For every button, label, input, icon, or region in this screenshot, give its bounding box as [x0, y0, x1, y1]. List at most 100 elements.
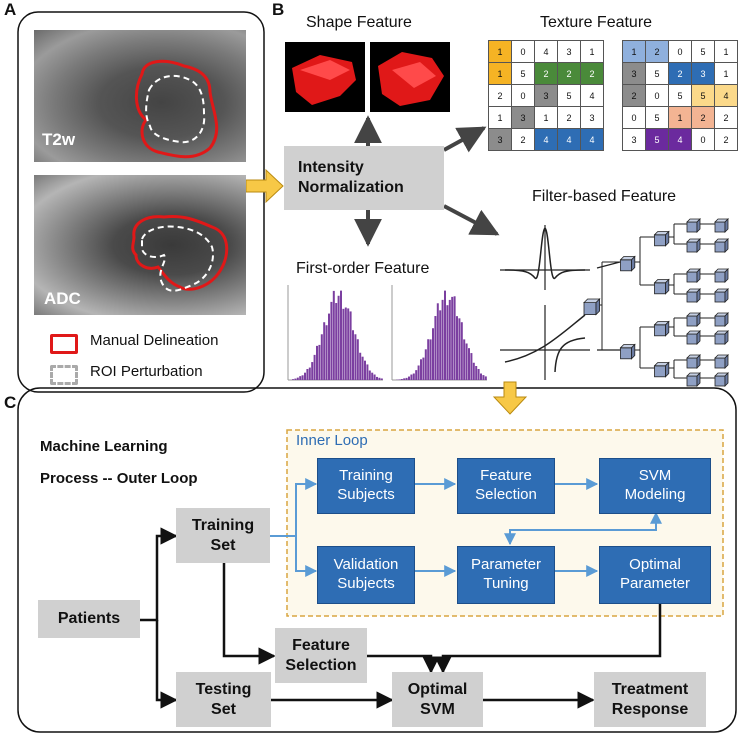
histogram-bar — [465, 343, 468, 380]
histogram-bar — [308, 367, 311, 380]
texture-grid-1-cell: 4 — [534, 128, 558, 151]
cube-icon — [714, 330, 729, 345]
cube-icon — [714, 268, 729, 283]
legend-roi-swatch — [50, 365, 78, 385]
yellow-arrow-down — [492, 381, 528, 415]
texture-grid-1-cell: 3 — [511, 106, 535, 129]
histogram-bar — [420, 359, 422, 380]
texture-grid-2-cell: 2 — [714, 128, 738, 151]
testing-set-line1: Testing — [195, 680, 252, 698]
texture-grid-2-cell: 3 — [622, 128, 646, 151]
testing-set-box: Testing Set — [176, 672, 271, 727]
cube-icon — [653, 230, 670, 247]
t2w-label: T2w — [42, 130, 76, 149]
histogram-bar — [458, 318, 461, 380]
histogram-bar — [316, 345, 318, 380]
featsel-outer-line1: Feature — [292, 636, 350, 654]
histogram-bar — [380, 378, 383, 380]
cube-icon — [653, 361, 670, 378]
histogram-bar — [448, 299, 451, 380]
arrow-patients-training — [140, 527, 178, 622]
histogram-bar — [415, 370, 418, 380]
optimal-svm-line1: Optimal — [407, 680, 468, 698]
texture-feature-title: Texture Feature — [540, 14, 653, 31]
cube-icon — [714, 288, 729, 303]
texture-grid-2-cell: 2 — [645, 40, 669, 63]
cube-icon — [686, 312, 701, 327]
treatment-response-box: Treatment Response — [594, 672, 706, 727]
histogram-bar — [349, 311, 352, 380]
texture-grid-1-cell: 2 — [488, 84, 512, 107]
texture-grid-2-cell: 3 — [691, 62, 715, 85]
texture-grid-1-cell: 2 — [534, 62, 558, 85]
training-set-line2: Set — [210, 536, 236, 554]
histogram-bar — [460, 322, 463, 380]
validation-subjects-box: Validation Subjects — [317, 546, 415, 604]
histogram-bar — [456, 316, 458, 380]
cube-icon — [686, 330, 701, 345]
histogram-bar — [320, 334, 323, 380]
texture-grid-1-cell: 4 — [580, 128, 604, 151]
histogram-1-bars — [292, 290, 383, 380]
texture-grid-2-cell: 1 — [668, 106, 692, 129]
histogram-bar — [408, 376, 410, 380]
ml-title-line2: Process -- Outer Loop — [40, 470, 198, 487]
texture-grid-2-cell: 5 — [645, 128, 669, 151]
histogram-bar — [294, 378, 297, 380]
texture-grid-1-cell: 2 — [511, 128, 535, 151]
texture-grid-1-cell: 4 — [534, 40, 558, 63]
histogram-bar — [337, 295, 340, 380]
histogram-bar — [400, 379, 403, 380]
cube-icon — [686, 288, 701, 303]
histogram-bar — [354, 334, 357, 380]
texture-grid-2-cell: 2 — [668, 62, 692, 85]
optimal-svm-box: Optimal SVM — [392, 672, 483, 727]
legend-roi-label: ROI Perturbation — [90, 363, 203, 380]
arrow-optparam-svm — [434, 604, 662, 674]
histogram-bar — [306, 368, 309, 380]
texture-grid-1-cell: 3 — [557, 40, 581, 63]
opt-param-line2: Parameter — [619, 575, 691, 592]
histogram-bar — [417, 365, 420, 380]
histogram-bar — [477, 368, 480, 380]
texture-grid-2-cell: 0 — [645, 84, 669, 107]
texture-grid-1-cell: 0 — [511, 40, 535, 63]
histogram-bar — [484, 376, 487, 380]
cube-icon — [686, 238, 701, 253]
histogram-bar — [422, 357, 425, 380]
firstorder-feature-title: First-order Feature — [296, 260, 430, 277]
texture-grid-1-cell: 2 — [580, 62, 604, 85]
arrow-featsel-svm — [367, 654, 440, 674]
histogram-bar — [325, 325, 328, 380]
histogram-bar — [292, 379, 294, 380]
histogram-bar — [323, 322, 326, 380]
texture-grid-2-cell: 5 — [668, 84, 692, 107]
texture-grid-1-cell: 2 — [557, 106, 581, 129]
testing-set-line2: Set — [211, 700, 236, 718]
histogram-bar — [366, 364, 369, 380]
histogram-bar — [318, 344, 321, 380]
histogram-bar — [468, 348, 470, 380]
texture-grid-1-cell: 1 — [488, 106, 512, 129]
arrow-to-filter — [443, 204, 500, 236]
svm-modeling-box: SVM Modeling — [599, 458, 711, 514]
texture-grid-2-cell: 1 — [714, 62, 738, 85]
svm-modeling-line2: Modeling — [624, 486, 686, 503]
training-set-line1: Training — [191, 516, 255, 534]
cube-icon — [583, 298, 601, 316]
cube-icon — [653, 320, 670, 337]
texture-grid-2-cell: 0 — [668, 40, 692, 63]
histogram-bar — [434, 316, 437, 380]
histogram-bar — [364, 360, 366, 380]
texture-grid-1-cell: 4 — [580, 84, 604, 107]
histogram-bar — [361, 356, 364, 380]
featsel-inner-line2: Selection — [475, 486, 537, 503]
panel-label-b: B — [272, 0, 285, 19]
texture-grid-1-cell: 1 — [534, 106, 558, 129]
histogram-bar — [368, 370, 371, 380]
texture-grid-2-cell: 5 — [645, 106, 669, 129]
optimal-parameter-box: Optimal Parameter — [599, 546, 711, 604]
panel-c-frame — [17, 387, 737, 733]
histogram-bar — [432, 328, 434, 380]
treatment-line2: Response — [611, 700, 689, 718]
